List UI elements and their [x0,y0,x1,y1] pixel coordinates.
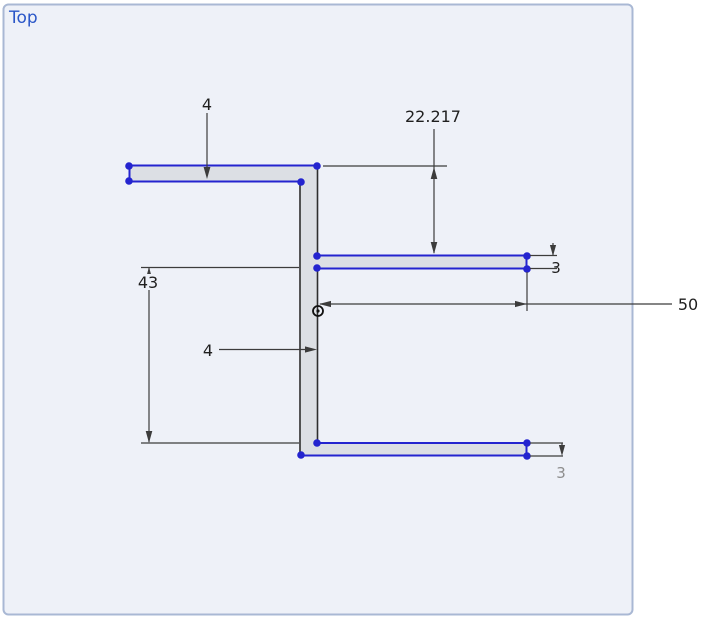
vertex-point[interactable] [313,439,321,447]
vertex-point[interactable] [313,162,321,170]
arrowhead-down [558,445,566,456]
dim-value[interactable]: 4 [203,341,213,360]
arrowhead-down [203,167,211,179]
vertex-point[interactable] [125,162,133,170]
arrowhead-left [319,300,331,308]
dimension-left-height[interactable]: 43 [138,266,299,444]
vertex-point[interactable] [313,252,321,260]
vertex-point[interactable] [523,452,531,460]
view-orientation-label: Top [8,8,38,28]
dimension-web-thickness[interactable]: 4 [203,341,317,360]
dim-value[interactable]: 50 [678,295,698,314]
dim-value[interactable]: 22.217 [405,107,461,126]
vertex-point[interactable] [523,439,531,447]
dimension-middle-flange-thickness[interactable]: 3 [530,243,561,277]
dim-value[interactable]: 4 [202,95,212,114]
profile-black-edges[interactable] [299,166,319,456]
dimension-bottom-flange-thickness[interactable]: 3 [530,442,566,482]
vertex-point[interactable] [297,178,305,186]
dim-value[interactable]: 3 [551,259,561,277]
vertex-point[interactable] [125,177,133,185]
arrowhead-down [145,431,153,443]
dimension-upper-gap[interactable]: 22.217 [323,107,461,254]
origin-point[interactable] [312,305,324,317]
vertex-point[interactable] [297,451,305,459]
dim-value[interactable]: 43 [138,273,158,292]
sketch-vertices[interactable] [125,162,531,460]
vertex-point[interactable] [313,264,321,272]
arrowhead-up [430,167,438,179]
arrowhead-down [430,242,438,254]
arrowhead-right [305,346,317,353]
vertex-point[interactable] [523,265,531,273]
arrowhead-down [549,245,557,256]
dimension-top-flange-thickness[interactable]: 4 [202,95,212,179]
arrowhead-right [515,300,527,308]
dimension-flange-length[interactable]: 50 [319,272,698,314]
dim-value[interactable]: 3 [556,464,566,482]
vertex-point[interactable] [523,252,531,260]
